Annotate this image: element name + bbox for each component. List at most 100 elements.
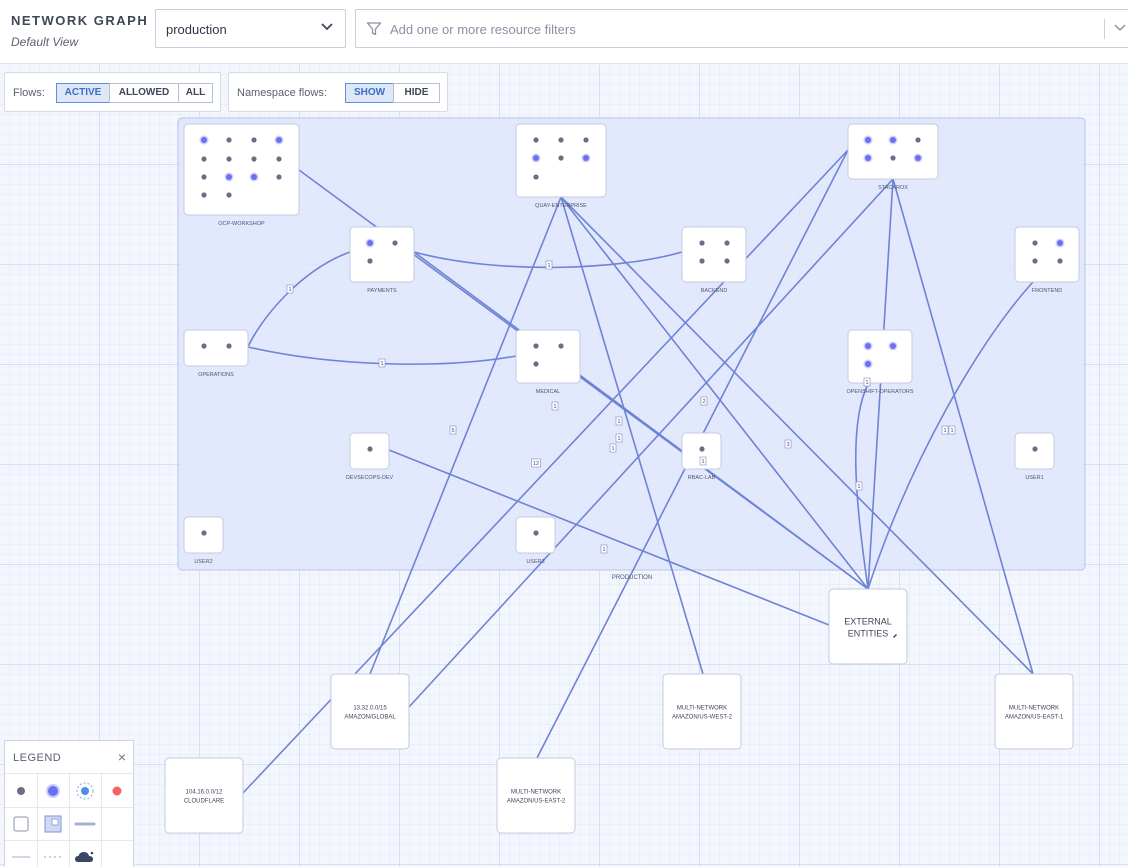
resource-filter[interactable] (355, 9, 1128, 48)
deployment-node[interactable] (226, 137, 232, 143)
namespace-box[interactable] (847, 329, 913, 384)
deployment-node[interactable] (533, 137, 539, 143)
namespace-user1[interactable]: USER1 (1014, 432, 1055, 481)
deployment-node[interactable] (201, 530, 207, 536)
deployment-node[interactable] (201, 174, 207, 180)
deployment-node[interactable] (533, 174, 539, 180)
namespace-quay[interactable]: QUAY-ENTERPRISE (515, 123, 607, 209)
deployment-node[interactable] (226, 156, 232, 162)
namespace-rbac[interactable]: RBAC-LAB (681, 432, 722, 481)
cluster-select[interactable]: production (155, 9, 346, 48)
connection-edge[interactable] (560, 196, 869, 590)
deployment-node[interactable] (276, 174, 282, 180)
connection-edge[interactable] (247, 251, 351, 348)
deployment-node[interactable] (890, 343, 896, 349)
namespace-flows-hide-button[interactable]: HIDE (393, 83, 440, 103)
namespace-pay[interactable]: PAYMENTS (349, 226, 415, 294)
close-icon[interactable]: × (117, 749, 127, 765)
namespace-flows-show-button[interactable]: SHOW (345, 83, 394, 103)
deployment-node[interactable] (915, 137, 921, 143)
deployment-node[interactable] (558, 343, 564, 349)
flows-active-button[interactable]: ACTIVE (56, 83, 110, 103)
deployment-node[interactable] (201, 156, 207, 162)
deployment-node[interactable] (890, 155, 896, 161)
deployment-node[interactable] (251, 174, 257, 180)
namespace-osop[interactable]: OPENSHIFT-OPERATORS (846, 329, 914, 395)
deployment-node[interactable] (1057, 240, 1063, 246)
deployment-node[interactable] (724, 240, 730, 246)
connection-edge[interactable] (408, 178, 894, 708)
deployment-node[interactable] (533, 155, 539, 161)
flows-all-button[interactable]: ALL (178, 83, 213, 103)
deployment-node[interactable] (533, 530, 539, 536)
deployment-node[interactable] (201, 192, 207, 198)
namespace-back[interactable]: BACKEND (681, 226, 747, 294)
deployment-node[interactable] (276, 156, 282, 162)
namespace-front[interactable]: FRONTEND (1014, 226, 1080, 294)
deployment-node[interactable] (865, 155, 871, 161)
deployment-node[interactable] (226, 343, 232, 349)
deployment-node[interactable] (1032, 240, 1038, 246)
deployment-node[interactable] (251, 156, 257, 162)
namespace-ocp[interactable]: OCP-WORKSHOP (183, 123, 300, 227)
connection-edge[interactable] (369, 196, 562, 675)
deployment-node[interactable] (724, 258, 730, 264)
connection-edge[interactable] (388, 449, 830, 626)
namespace-user2[interactable]: USER2 (183, 516, 224, 565)
namespace-box[interactable] (183, 329, 249, 367)
namespace-box[interactable] (515, 329, 581, 384)
external-node-box[interactable] (164, 757, 244, 834)
external-node-box[interactable] (662, 673, 742, 750)
connection-edge[interactable] (247, 346, 517, 365)
deployment-node[interactable] (226, 192, 232, 198)
deployment-node[interactable] (583, 137, 589, 143)
deployment-node[interactable] (890, 137, 896, 143)
deployment-node[interactable] (558, 137, 564, 143)
namespace-box[interactable] (1014, 226, 1080, 283)
deployment-node[interactable] (1057, 258, 1063, 264)
connection-edge[interactable] (413, 251, 683, 269)
namespace-box[interactable] (183, 123, 300, 216)
deployment-node[interactable] (865, 361, 871, 367)
namespace-user3[interactable]: USER3 (515, 516, 556, 565)
namespace-stack[interactable]: STACKROX (847, 123, 939, 191)
deployment-node[interactable] (1032, 446, 1038, 452)
namespace-box[interactable] (681, 226, 747, 283)
deployment-node[interactable] (392, 240, 398, 246)
connection-edge[interactable] (560, 196, 704, 675)
deployment-node[interactable] (251, 137, 257, 143)
deployment-node[interactable] (865, 137, 871, 143)
deployment-node[interactable] (915, 155, 921, 161)
external-node-box[interactable] (496, 757, 576, 834)
namespace-med[interactable]: MEDICAL (515, 329, 581, 395)
connection-edge[interactable] (854, 383, 869, 590)
external-node-box[interactable] (828, 588, 908, 665)
namespace-box[interactable] (847, 123, 939, 180)
deployment-node[interactable] (699, 240, 705, 246)
deployment-node[interactable] (699, 258, 705, 264)
deployment-node[interactable] (367, 258, 373, 264)
deployment-node[interactable] (226, 174, 232, 180)
connection-edge[interactable] (867, 281, 1034, 590)
deployment-node[interactable] (558, 155, 564, 161)
connection-edge[interactable] (867, 178, 894, 590)
deployment-node[interactable] (533, 361, 539, 367)
external-node-box[interactable] (994, 673, 1074, 750)
deployment-node[interactable] (201, 137, 207, 143)
flows-allowed-button[interactable]: ALLOWED (109, 83, 179, 103)
resource-filter-input[interactable] (390, 19, 1090, 39)
deployment-node[interactable] (201, 343, 207, 349)
namespace-box[interactable] (349, 226, 415, 283)
connection-edge[interactable] (892, 178, 1034, 675)
deployment-node[interactable] (533, 343, 539, 349)
deployment-node[interactable] (367, 240, 373, 246)
edit-icon[interactable] (893, 634, 897, 638)
namespace-ops[interactable]: OPERATIONS (183, 329, 249, 378)
connection-edge[interactable] (413, 251, 869, 590)
